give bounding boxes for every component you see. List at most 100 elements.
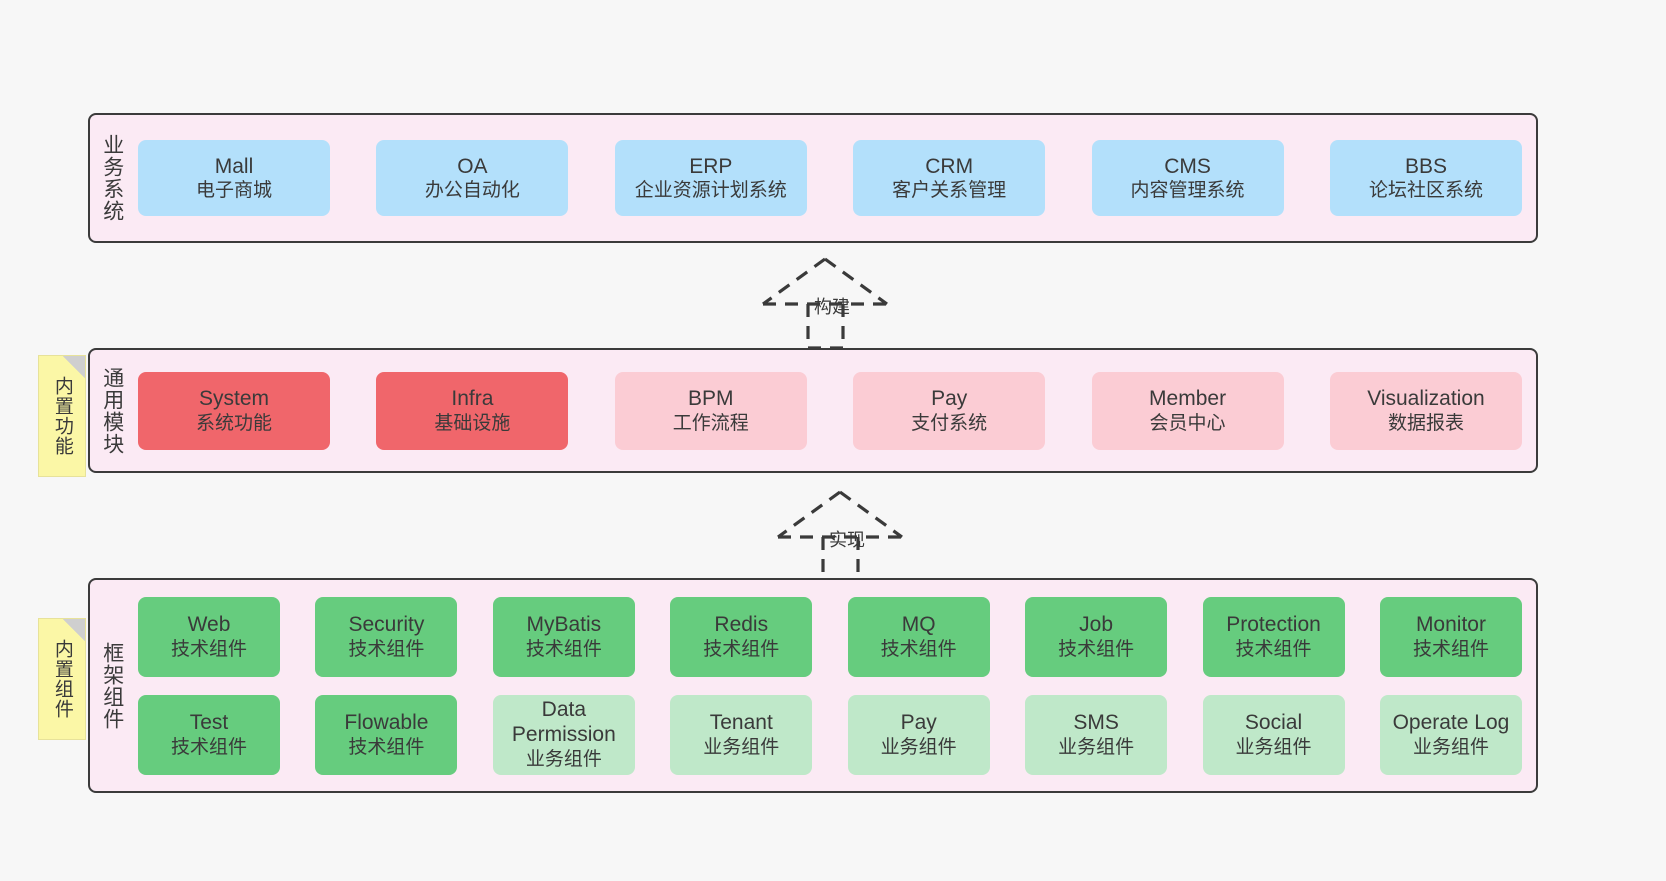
card-oa[interactable]: OA 办公自动化 — [376, 140, 569, 216]
layer-title-common-modules: 通用模块 — [100, 366, 124, 455]
card-crm[interactable]: CRM 客户关系管理 — [853, 140, 1046, 216]
card-tenant[interactable]: Tenant 业务组件 — [670, 694, 813, 775]
card-subtitle: 技术组件 — [348, 736, 425, 758]
card-redis[interactable]: Redis 技术组件 — [670, 596, 813, 677]
card-subtitle: 技术组件 — [1412, 638, 1489, 660]
card-subtitle: 技术组件 — [525, 638, 602, 660]
card-title: Pay — [931, 387, 968, 411]
card-subtitle: 技术组件 — [170, 638, 247, 660]
card-cms[interactable]: CMS 内容管理系统 — [1091, 140, 1284, 216]
card-title: Operate Log — [1392, 711, 1510, 735]
card-sms[interactable]: SMS 业务组件 — [1025, 694, 1168, 775]
note-fold-corner-icon — [63, 619, 85, 641]
card-bpm[interactable]: BPM 工作流程 — [614, 371, 807, 450]
card-title: Job — [1079, 613, 1114, 637]
card-title: ERP — [689, 154, 733, 178]
card-title: Data Permission — [511, 698, 616, 746]
card-title: Test — [189, 711, 229, 735]
layer-body-business-system: Mall 电子商城 OA 办公自动化 ERP 企业资源计划系统 CRM 客户关系… — [134, 115, 1536, 241]
note-builtin-features-label: 内置功能 — [51, 376, 73, 456]
card-title: Mall — [214, 154, 254, 178]
card-subtitle: 基础设施 — [434, 412, 511, 434]
card-job[interactable]: Job 技术组件 — [1025, 596, 1168, 677]
card-subtitle: 技术组件 — [1235, 638, 1312, 660]
layer-business-system: 业务系统 Mall 电子商城 OA 办公自动化 ERP 企业资源计划系统 CRM… — [88, 113, 1538, 243]
card-operate-log[interactable]: Operate Log 业务组件 — [1379, 694, 1522, 775]
layer-title-framework-components: 框架组件 — [100, 641, 124, 730]
card-title: Social — [1244, 711, 1303, 735]
card-subtitle: 技术组件 — [348, 638, 425, 660]
card-protection[interactable]: Protection 技术组件 — [1202, 596, 1345, 677]
card-flowable[interactable]: Flowable 技术组件 — [315, 694, 458, 775]
card-subtitle: 业务组件 — [880, 736, 957, 758]
card-social[interactable]: Social 业务组件 — [1202, 694, 1345, 775]
card-subtitle: 客户关系管理 — [892, 180, 1007, 202]
card-pay[interactable]: Pay 支付系统 — [853, 371, 1046, 450]
card-title: BPM — [688, 387, 734, 411]
card-pay-business[interactable]: Pay 业务组件 — [847, 694, 990, 775]
card-mybatis[interactable]: MyBatis 技术组件 — [492, 596, 635, 677]
card-subtitle: 技术组件 — [703, 638, 780, 660]
card-title: Member — [1149, 387, 1227, 411]
card-subtitle: 技术组件 — [170, 736, 247, 758]
connector-implement-arrow-icon — [777, 490, 903, 583]
card-visualization[interactable]: Visualization 数据报表 — [1329, 371, 1522, 450]
card-subtitle: 工作流程 — [672, 412, 749, 434]
layer-common-modules: 通用模块 System 系统功能 Infra 基础设施 BPM 工作流程 Pay… — [88, 348, 1538, 473]
note-builtin-features: 内置功能 — [38, 355, 86, 477]
card-subtitle: 办公自动化 — [424, 180, 520, 202]
card-erp[interactable]: ERP 企业资源计划系统 — [614, 140, 807, 216]
card-title: Security — [348, 613, 425, 637]
card-mq[interactable]: MQ 技术组件 — [847, 596, 990, 677]
card-title: Redis — [714, 613, 769, 637]
connector-implement-label: 实现 — [829, 530, 865, 550]
card-security[interactable]: Security 技术组件 — [315, 596, 458, 677]
card-web[interactable]: Web 技术组件 — [138, 596, 280, 677]
note-builtin-components: 内置组件 — [38, 618, 86, 740]
framework-row-business: Test 技术组件 Flowable 技术组件 Data Permission … — [138, 694, 1522, 775]
card-subtitle: 数据报表 — [1387, 412, 1464, 434]
card-test[interactable]: Test 技术组件 — [138, 694, 280, 775]
card-title: Web — [187, 613, 231, 637]
card-subtitle: 技术组件 — [1058, 638, 1135, 660]
card-title: BBS — [1404, 154, 1447, 178]
card-title: OA — [457, 154, 488, 178]
card-bbs[interactable]: BBS 论坛社区系统 — [1329, 140, 1522, 216]
framework-row-tech: Web 技术组件 Security 技术组件 MyBatis 技术组件 Redi… — [138, 596, 1522, 677]
card-title: Pay — [900, 711, 937, 735]
card-member[interactable]: Member 会员中心 — [1091, 371, 1284, 450]
layer-framework-components: 框架组件 Web 技术组件 Security 技术组件 MyBatis 技术组件… — [88, 578, 1538, 793]
card-title: Monitor — [1415, 613, 1486, 637]
card-system[interactable]: System 系统功能 — [138, 371, 330, 450]
card-title: CRM — [925, 154, 974, 178]
card-data-permission[interactable]: Data Permission 业务组件 — [492, 694, 635, 775]
connector-build: 构建 — [740, 255, 920, 350]
card-subtitle: 业务组件 — [1235, 736, 1312, 758]
connector-build-arrow-icon — [762, 257, 888, 350]
card-infra[interactable]: Infra 基础设施 — [376, 371, 569, 450]
card-title: Protection — [1226, 613, 1321, 637]
card-title: Infra — [451, 387, 494, 411]
note-fold-corner-icon — [63, 356, 85, 378]
card-subtitle: 业务组件 — [525, 748, 602, 770]
layer-body-framework-components: Web 技术组件 Security 技术组件 MyBatis 技术组件 Redi… — [134, 580, 1536, 791]
card-title: CMS — [1164, 154, 1211, 178]
card-subtitle: 会员中心 — [1149, 412, 1226, 434]
card-title: Flowable — [344, 711, 429, 735]
card-monitor[interactable]: Monitor 技术组件 — [1379, 596, 1522, 677]
card-subtitle: 业务组件 — [703, 736, 780, 758]
card-subtitle: 电子商城 — [195, 180, 272, 202]
connector-build-label: 构建 — [814, 297, 850, 317]
card-title: MyBatis — [526, 613, 602, 637]
layer-body-common-modules: System 系统功能 Infra 基础设施 BPM 工作流程 Pay 支付系统… — [134, 350, 1536, 471]
note-builtin-components-label: 内置组件 — [51, 639, 73, 719]
card-title: MQ — [901, 613, 936, 637]
card-title: System — [198, 387, 269, 411]
card-subtitle: 论坛社区系统 — [1368, 180, 1483, 202]
card-subtitle: 技术组件 — [880, 638, 957, 660]
card-mall[interactable]: Mall 电子商城 — [138, 140, 330, 216]
card-subtitle: 支付系统 — [911, 412, 988, 434]
connector-implement: 实现 — [755, 488, 935, 583]
card-subtitle: 内容管理系统 — [1130, 180, 1245, 202]
